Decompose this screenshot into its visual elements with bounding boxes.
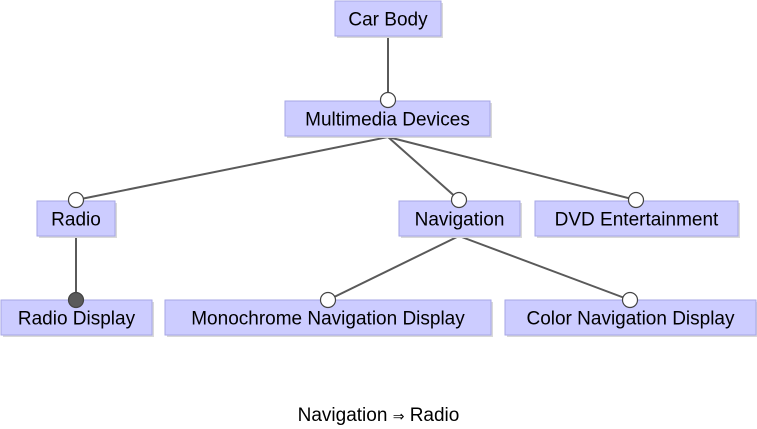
mandatory-marker-radio-display	[67, 291, 85, 309]
edge-navigation-color_nav_display	[458, 235, 631, 301]
feature-label: Monochrome Navigation Display	[191, 309, 465, 330]
optional-marker-mono-nav-display	[319, 291, 337, 309]
feature-label: Car Body	[348, 10, 428, 31]
constraint-arrow: ⇒	[392, 408, 405, 424]
edges	[75, 36, 637, 301]
optional-marker-color-nav-display	[621, 291, 639, 309]
feature-label: Color Navigation Display	[526, 309, 735, 330]
optional-marker-multimedia	[379, 91, 397, 109]
optional-marker-dvd	[627, 191, 645, 209]
feature-label: DVD Entertainment	[555, 210, 719, 231]
feature-node-multimedia: Multimedia Devices	[284, 100, 492, 138]
feature-node-dvd: DVD Entertainment	[534, 200, 740, 238]
feature-label: Radio Display	[18, 309, 136, 330]
feature-label: Navigation	[415, 210, 505, 231]
edge-navigation-mono_nav_display	[327, 235, 460, 301]
constraint-text: Navigation ⇒ Radio	[0, 405, 757, 427]
node-box	[334, 0, 442, 37]
optional-marker-navigation	[450, 191, 468, 209]
edge-multimedia-radio	[75, 136, 389, 201]
constraint-from: Navigation	[297, 405, 388, 426]
optional-marker-radio	[67, 191, 85, 209]
feature-node-car-body: Car Body	[334, 0, 443, 38]
edge-multimedia-navigation	[387, 136, 460, 201]
constraint-to: Radio	[409, 405, 460, 426]
markers	[67, 91, 645, 309]
feature-label: Radio	[51, 210, 101, 231]
edge-multimedia-dvd	[387, 136, 637, 201]
feature-label: Multimedia Devices	[305, 110, 470, 131]
feature-node-radio: Radio	[36, 200, 117, 238]
